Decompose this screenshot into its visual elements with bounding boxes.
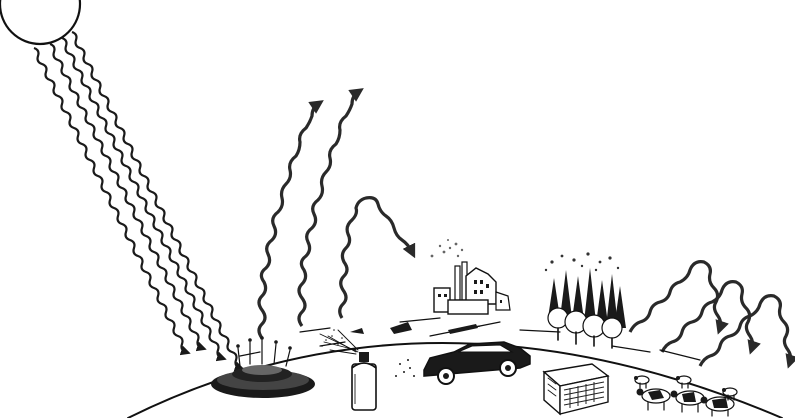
reflected-ray-1 bbox=[340, 198, 412, 318]
incoming-ray-2 bbox=[50, 44, 202, 348]
sun-icon bbox=[0, 0, 80, 44]
aerosol-spray-can-icon bbox=[320, 329, 376, 410]
air-conditioner-icon bbox=[544, 364, 608, 414]
road-debris bbox=[350, 322, 478, 334]
reflected-ray-3 bbox=[662, 282, 753, 352]
escaping-ray-1 bbox=[259, 104, 318, 338]
escaping-infrared-rays bbox=[259, 92, 358, 338]
car-icon bbox=[395, 342, 530, 384]
incoming-solar-rays bbox=[34, 32, 240, 368]
incoming-ray-4 bbox=[72, 32, 240, 368]
incoming-ray-3 bbox=[62, 38, 222, 358]
factory-icon bbox=[431, 239, 510, 314]
reflected-ray-2 bbox=[630, 262, 721, 332]
incoming-ray-1 bbox=[34, 48, 186, 352]
cattle-icon bbox=[634, 376, 737, 416]
burning-forest-icon bbox=[545, 252, 626, 348]
